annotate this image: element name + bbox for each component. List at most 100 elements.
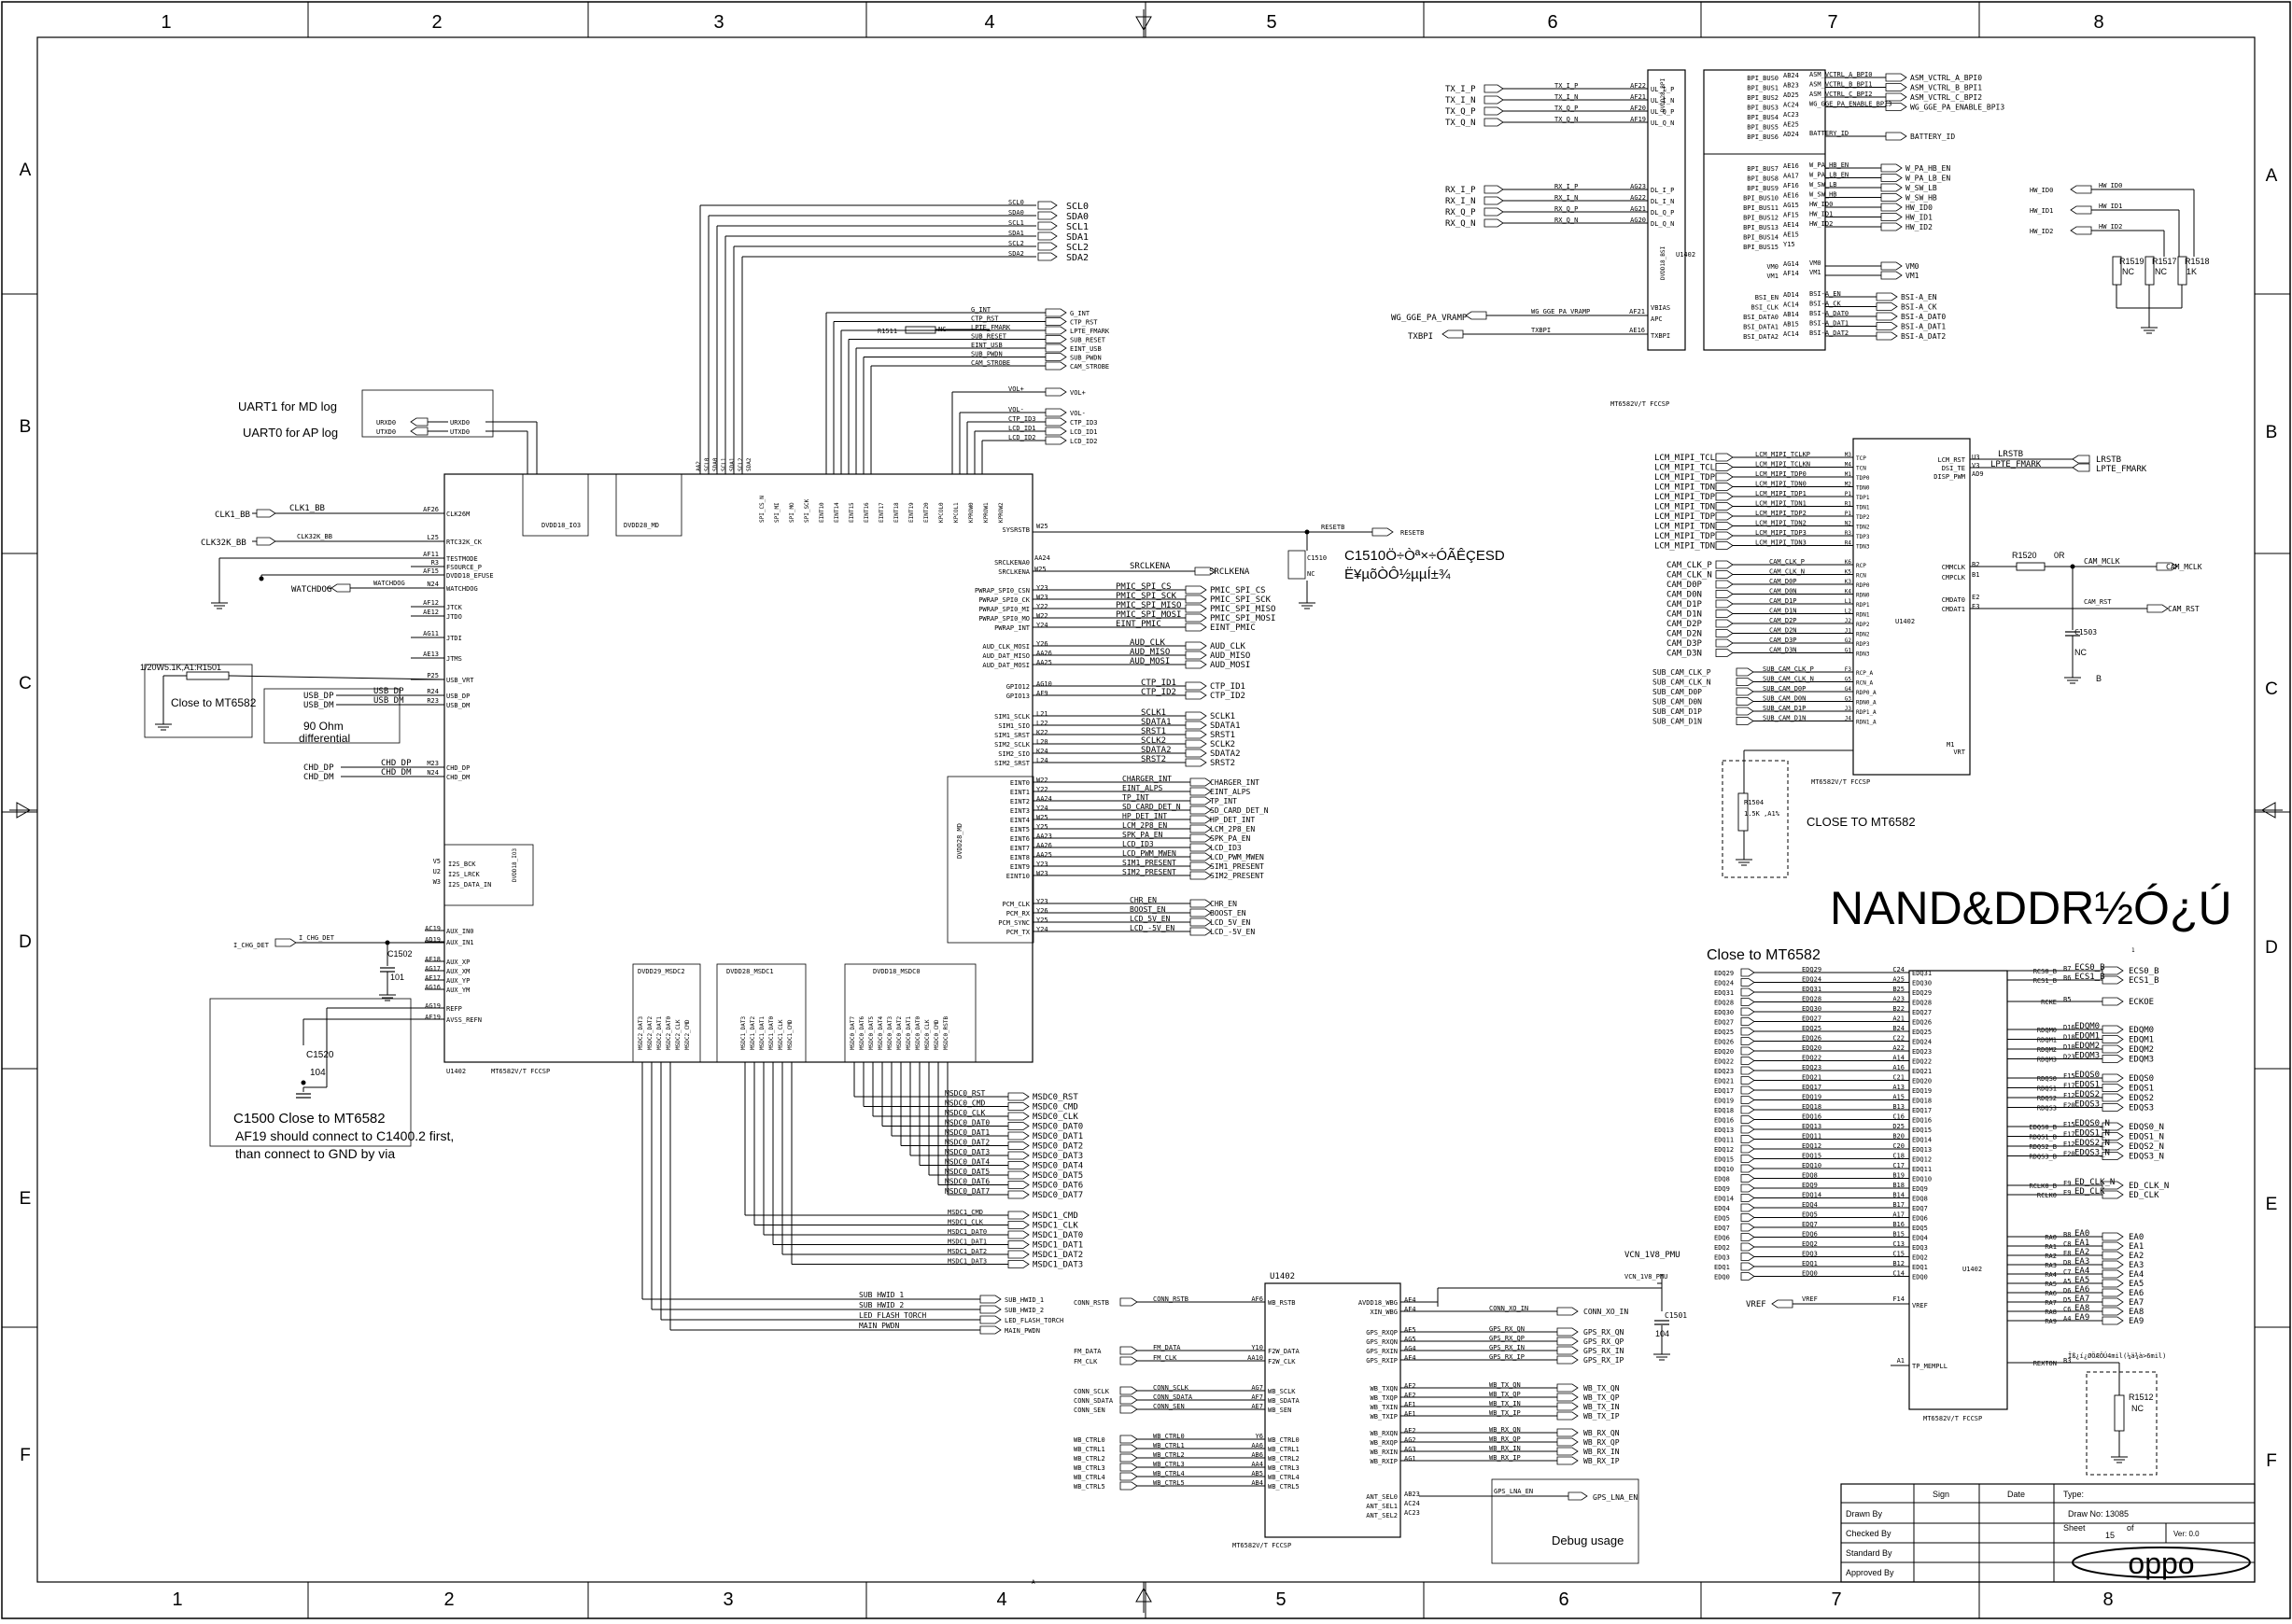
pin-number: E9: [2063, 1189, 2071, 1197]
pin-name: AUX_YM: [446, 987, 470, 994]
pin-number: AA6: [1251, 1442, 1263, 1449]
pin-name: EDQ26: [1912, 1019, 1932, 1027]
pin-name: EDQ27: [1912, 1009, 1932, 1016]
pin-number: C14: [1892, 1270, 1905, 1278]
net-port: [1007, 1211, 1030, 1220]
pin-name: BPI_BUS7: [1747, 165, 1779, 173]
net-name: CAM_D2N: [1666, 630, 1702, 639]
note-c1500: C1500 Close to MT6582: [233, 1111, 386, 1127]
net-port: [1715, 580, 1734, 589]
net-port: [1119, 1435, 1138, 1444]
pin-name: WB_CTRL4: [1268, 1474, 1300, 1481]
net-name: EDQ20: [1714, 1048, 1734, 1056]
pin-name: F2W_DATA: [1268, 1348, 1301, 1355]
net-name: BSI-A_DAT0: [1809, 310, 1849, 317]
pin-number: AE1: [1404, 1410, 1416, 1418]
note-c1500: than connect to GND by via: [235, 1146, 395, 1161]
r1511-ref: R1511: [878, 328, 897, 335]
pin-vlabel: MSDC2_DAT2: [647, 1015, 654, 1050]
net-port: [2102, 1132, 2124, 1141]
net-port: [2102, 966, 2124, 975]
domain-label: DVDD18_IO3: [512, 847, 518, 882]
net-name: MSDC1_DAT0: [1033, 1231, 1083, 1240]
pin-number: E20: [2063, 1102, 2075, 1110]
net-name: SUB_CAM_CLK_P: [1763, 665, 1814, 673]
net-name: EDQ29: [1714, 970, 1734, 977]
pin-name: WB_TXIP: [1370, 1413, 1398, 1421]
net-port: [1045, 317, 1067, 326]
pin-name: RCS0_B: [2033, 968, 2057, 975]
pin-name: TDP2: [1856, 514, 1870, 521]
net-name: SDATA1: [1141, 718, 1172, 727]
net-name: ASM_VCTRL_B_BPI1: [1910, 84, 1982, 92]
net-name: EA9: [2074, 1313, 2089, 1323]
part-label: MT6582V/T FCCSP: [491, 1068, 550, 1075]
net-name: ASM_VCTRL_A_BPI0: [1910, 74, 1982, 82]
pin-name: EDQ28: [1912, 1000, 1932, 1007]
net-name: GPS_LNA_EN: [1593, 1493, 1638, 1502]
pin-number: K5: [1845, 569, 1852, 576]
net-port: [1740, 1262, 1755, 1271]
net-name: MSDC1_CLK: [1033, 1222, 1078, 1231]
pin-number: A5: [2063, 1278, 2071, 1285]
pin-number: AF21: [1629, 308, 1645, 315]
domain-label: DVDD28_MSDC1: [726, 968, 774, 975]
pin-number: AA23: [1036, 833, 1052, 840]
pin-name: JTDO: [446, 613, 462, 621]
pin-name: LCM_RST: [1937, 456, 1965, 464]
net-name: EA8: [2129, 1308, 2144, 1317]
net-port: [1007, 1240, 1030, 1249]
pin-number: AF7: [1251, 1393, 1263, 1401]
pin-vlabel: EINT17: [879, 502, 885, 523]
net-name: CAM_D0N: [1666, 591, 1702, 600]
net-name: LCD_5V_EN: [1130, 915, 1171, 923]
net-port: [1556, 1402, 1579, 1411]
net-name: CLK32K_BB: [297, 533, 332, 540]
net-port: [1876, 322, 1898, 330]
pin-number: AG1: [1404, 1455, 1416, 1463]
net-name: EDQ5: [1714, 1215, 1730, 1223]
pin-number: AE15: [1783, 231, 1799, 239]
net-name: EDQS1: [2074, 1081, 2100, 1090]
net-port: [1740, 1144, 1755, 1154]
net-name: SCL0: [1066, 202, 1089, 212]
net-name: W_PA_LB_EN: [1809, 172, 1849, 179]
net-name: WB_TX_QN: [1583, 1384, 1620, 1393]
net-name: MSDC0_DAT0: [945, 1119, 990, 1127]
net-name: LCM_MIPI_TDP0: [1654, 473, 1720, 483]
net-port: [1740, 1027, 1755, 1036]
pin-name: RDN1: [1856, 612, 1870, 619]
pin-name: ANT_SEL1: [1366, 1503, 1398, 1510]
pin-number: R23: [427, 697, 439, 705]
pin-name: WB_SCLK: [1268, 1388, 1296, 1395]
note-ohm: 90 Ohm: [303, 720, 344, 733]
pin-name: RDQM0: [2037, 1027, 2057, 1034]
pin-name: TESTMODE: [446, 555, 478, 563]
net-port: [1740, 1115, 1755, 1124]
net-port: [1483, 106, 1504, 116]
pin-name: BPI_BUS0: [1747, 75, 1779, 82]
pin-number: B15: [1892, 1231, 1905, 1239]
r-ref: R1517: [2152, 257, 2177, 266]
pin-number: AB5: [1251, 1470, 1263, 1477]
pin-name: RDP2: [1856, 622, 1870, 628]
ref-designator: U1402: [1962, 1266, 1982, 1273]
net-name: RX_I_P: [1554, 183, 1578, 190]
pin-vlabel: MSDC2_DAT1: [656, 1015, 663, 1050]
net-port: [1037, 201, 1058, 210]
column-label: 6: [1558, 1589, 1568, 1610]
pin-name: ANT_SEL0: [1366, 1493, 1398, 1501]
net-port: [1189, 917, 1212, 927]
net-name: EDQ3: [1714, 1254, 1730, 1262]
pin-name: BPI_BUS1: [1747, 85, 1779, 92]
net-name: MSDC0_DAT0: [1033, 1123, 1083, 1132]
net-name: SRST2: [1141, 755, 1166, 764]
net-port: [1007, 1161, 1030, 1169]
net-name: FM_CLK: [1074, 1358, 1098, 1365]
pin-name: EDQ7: [1912, 1205, 1928, 1212]
pin-name: VBIAS: [1651, 304, 1670, 312]
net-name: EDQ19: [1714, 1098, 1734, 1105]
r-val: 0R: [2054, 551, 2065, 560]
c1520-ref: C1520: [306, 1050, 334, 1060]
eint-block: [947, 776, 1034, 944]
